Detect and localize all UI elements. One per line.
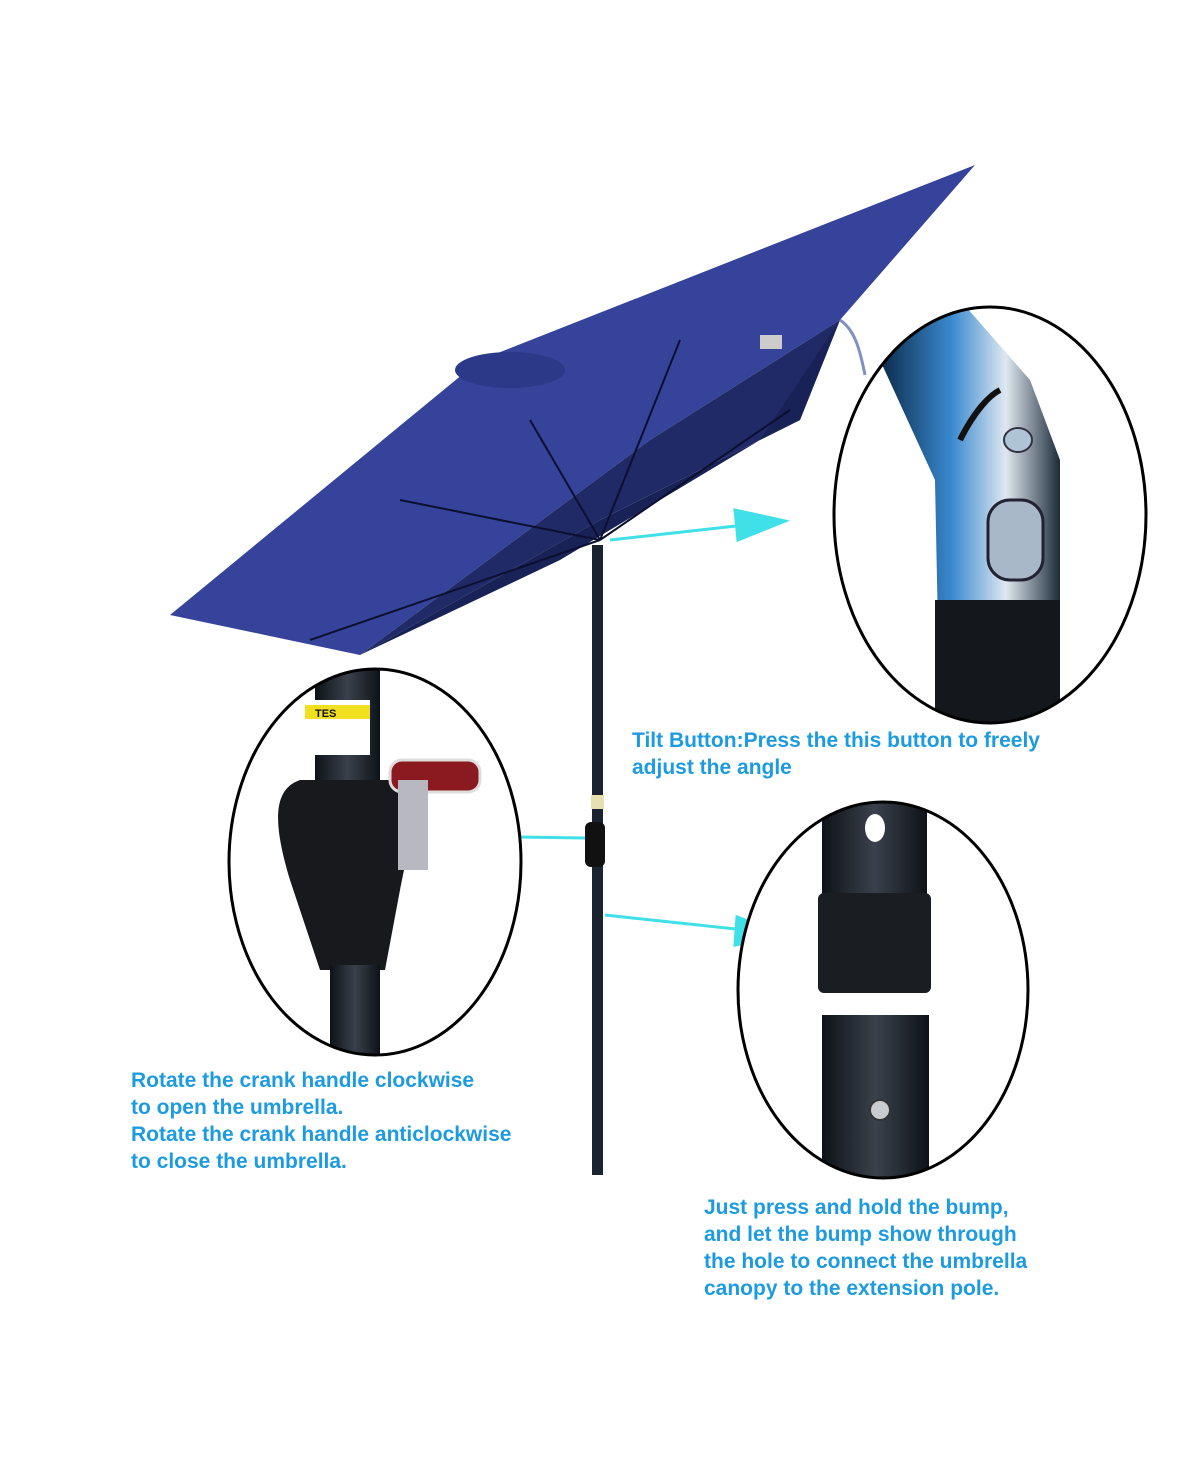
tilt-detail-circle	[834, 307, 1146, 723]
sticker-text: TES	[315, 708, 336, 720]
crank-housing	[585, 822, 605, 867]
extension-pole-caption: Just press and hold the bump, and let th…	[704, 1196, 1028, 1300]
crank-detail-circle: TES	[229, 669, 521, 1055]
umbrella-canopy	[170, 165, 975, 655]
arrow-tilt	[609, 508, 791, 543]
tilt-button-caption: Tilt Button:Press the this button to fre…	[632, 729, 1040, 779]
crank-handle-caption: Rotate the crank handle clockwise to ope…	[131, 1069, 512, 1173]
extension-detail-circle	[738, 802, 1028, 1178]
